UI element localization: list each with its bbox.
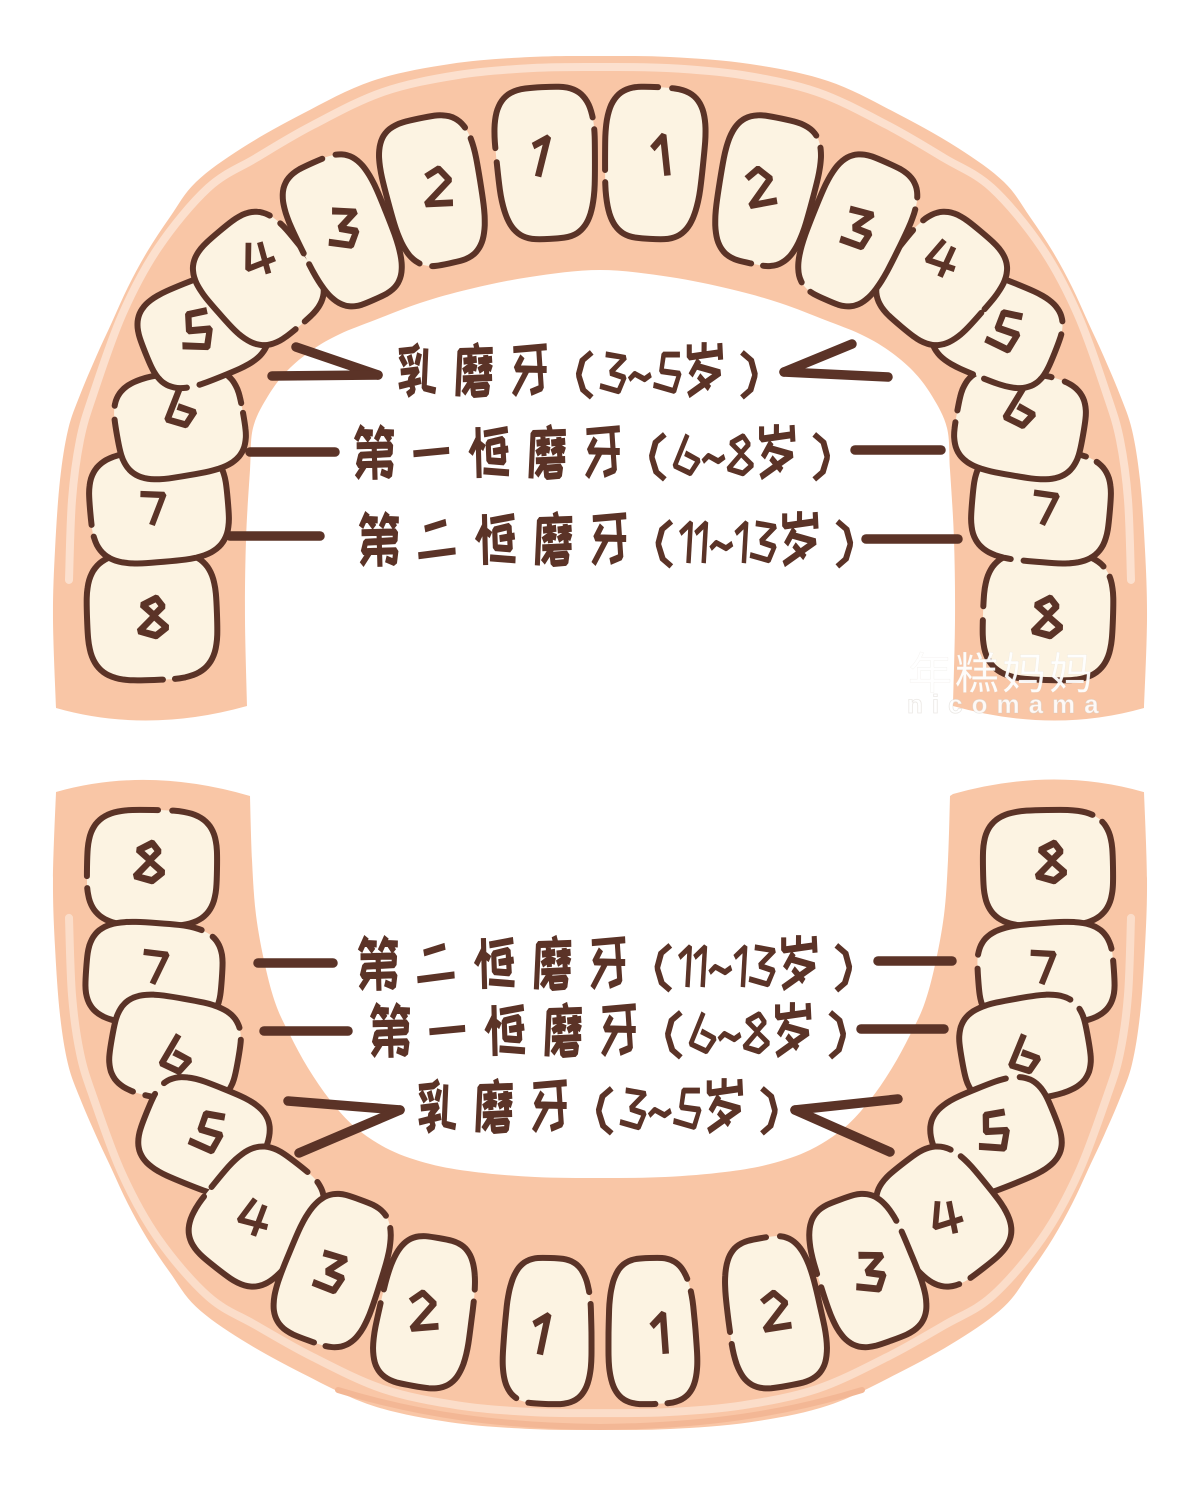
svg-text:nicomama: nicomama xyxy=(907,689,1108,719)
